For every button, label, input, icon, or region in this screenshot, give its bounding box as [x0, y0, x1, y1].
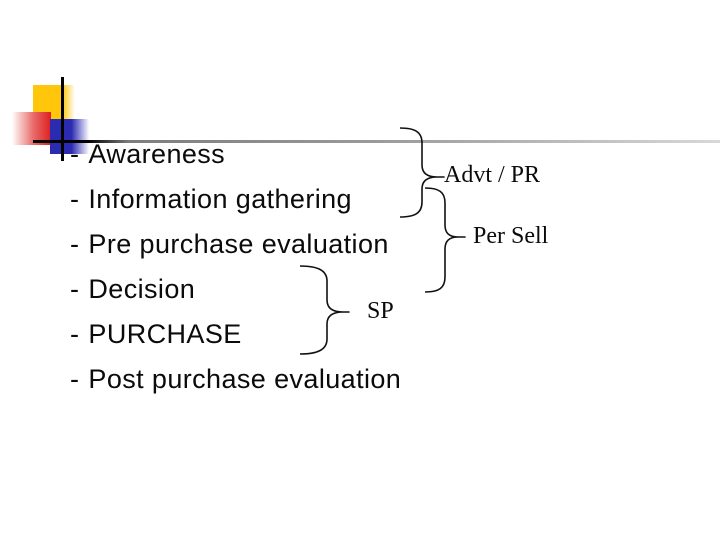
dash-bullet: -: [70, 139, 80, 169]
decoration-vertical-line: [61, 77, 64, 161]
list-item-label: PURCHASE: [88, 319, 242, 349]
decoration-red-square: [12, 112, 51, 145]
decoration-blue-square: [50, 119, 89, 154]
annotation-sp: SP: [367, 298, 394, 324]
list-item: -Information gathering: [70, 177, 401, 222]
list-item: -Decision: [70, 267, 401, 312]
curly-brace-sp: [300, 265, 350, 355]
list-item: -Awareness: [70, 132, 401, 177]
list-item: -PURCHASE: [70, 312, 401, 357]
dash-bullet: -: [70, 319, 80, 349]
curly-brace-per-sell: [425, 187, 466, 293]
annotation-advt-pr: Advt / PR: [444, 162, 541, 188]
list-item-label: Post purchase evaluation: [88, 364, 402, 394]
curly-brace-advt-pr: [400, 127, 445, 218]
dash-bullet: -: [70, 184, 80, 214]
horizontal-rule: [33, 140, 720, 143]
dash-bullet: -: [70, 364, 80, 394]
list-item-label: Awareness: [88, 139, 226, 169]
list-item-label: Information gathering: [88, 184, 352, 214]
annotation-per-sell: Per Sell: [473, 223, 549, 249]
dash-bullet: -: [70, 229, 80, 259]
list-item: -Post purchase evaluation: [70, 357, 401, 402]
dash-bullet: -: [70, 274, 80, 304]
list-item: -Pre purchase evaluation: [70, 222, 401, 267]
list-item-label: Decision: [88, 274, 196, 304]
bullet-list: -Awareness -Information gathering -Pre p…: [70, 132, 401, 402]
list-item-label: Pre purchase evaluation: [88, 229, 389, 259]
